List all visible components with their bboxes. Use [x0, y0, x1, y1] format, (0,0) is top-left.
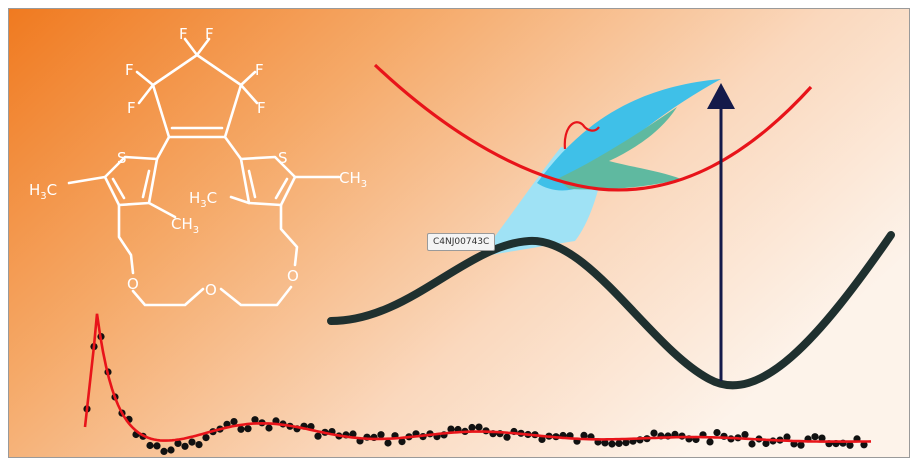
atom-f-4: F: [127, 99, 136, 117]
signal-fit-curve: [83, 313, 872, 443]
signal-dot: [762, 439, 770, 448]
signal-dot: [615, 439, 623, 447]
signal-dot: [384, 439, 392, 447]
signal-dot: [503, 433, 511, 441]
ground-state-curve: [327, 231, 895, 390]
figure-frame: F F F F F F S S O O O H3C CH3 H3C CH3: [8, 8, 910, 458]
atom-o-2: O: [205, 281, 217, 299]
signal-dot: [349, 430, 357, 438]
signal-dot: [622, 439, 630, 447]
atom-f-5: F: [255, 61, 264, 79]
signal-dot: [650, 429, 658, 437]
signal-dot: [160, 447, 168, 455]
signal-dot: [713, 429, 721, 437]
signal-dot: [174, 439, 182, 447]
signal-dot: [195, 441, 203, 449]
wavepacket-blue-lobe: [537, 79, 721, 191]
methyl-h3c-left: H3C: [29, 181, 57, 202]
signal-dot: [244, 425, 252, 433]
signal-dot: [811, 433, 819, 441]
excited-state-curve: [373, 63, 813, 192]
signal-dot: [265, 424, 273, 432]
upward-arrow-icon: [707, 83, 735, 381]
signal-dot: [846, 441, 854, 449]
signal-dot: [608, 440, 616, 448]
signal-dot: [475, 423, 483, 431]
atom-f-1: F: [179, 25, 188, 43]
signal-dot: [181, 442, 189, 450]
barrier-loop: [563, 121, 600, 150]
atom-o-3: O: [287, 267, 299, 285]
signal-dot: [818, 434, 826, 442]
signal-dot: [237, 425, 245, 433]
signal-dot: [797, 441, 805, 449]
signal-dot: [860, 441, 868, 449]
methyl-ch3-inner: CH3: [171, 215, 199, 236]
signal-dot: [146, 441, 154, 450]
wavepacket-teal-lobe: [557, 107, 681, 190]
signal-dot: [202, 434, 210, 442]
diagram-canvas: F F F F F F S S O O O H3C CH3 H3C CH3: [9, 9, 909, 457]
signal-dot: [251, 416, 259, 424]
atom-o-1: O: [127, 275, 139, 293]
signal-dot: [741, 431, 749, 439]
signal-dot: [783, 433, 791, 441]
atom-s-right: S: [278, 149, 288, 167]
signal-dot: [188, 438, 196, 446]
signal-dot: [468, 423, 476, 432]
atom-s-left: S: [117, 149, 127, 167]
molecule-labels: F F F F F F S S O O O H3C CH3 H3C CH3: [29, 25, 367, 299]
signal-dot: [377, 431, 385, 439]
signal-dot: [601, 439, 609, 447]
atom-f-2: F: [205, 25, 214, 43]
figure-tag-label: C4NJ00743C: [427, 233, 496, 251]
signal-dots: [83, 333, 868, 455]
methyl-ch3-right: CH3: [339, 169, 367, 190]
signal-dot: [167, 446, 175, 454]
signal-dot: [538, 435, 546, 443]
molecule-structure-icon: [67, 37, 341, 307]
signal-dot: [153, 442, 161, 450]
atom-f-6: F: [257, 99, 266, 117]
signal-dot: [447, 425, 455, 433]
signal-dot: [706, 438, 714, 446]
signal-dot: [580, 431, 588, 439]
methyl-h3c-inner: H3C: [189, 189, 217, 210]
signal-dot: [398, 438, 406, 446]
signal-dot: [230, 418, 238, 426]
signal-dot: [748, 440, 756, 448]
signal-dot: [314, 432, 322, 440]
atom-f-3: F: [125, 61, 134, 79]
